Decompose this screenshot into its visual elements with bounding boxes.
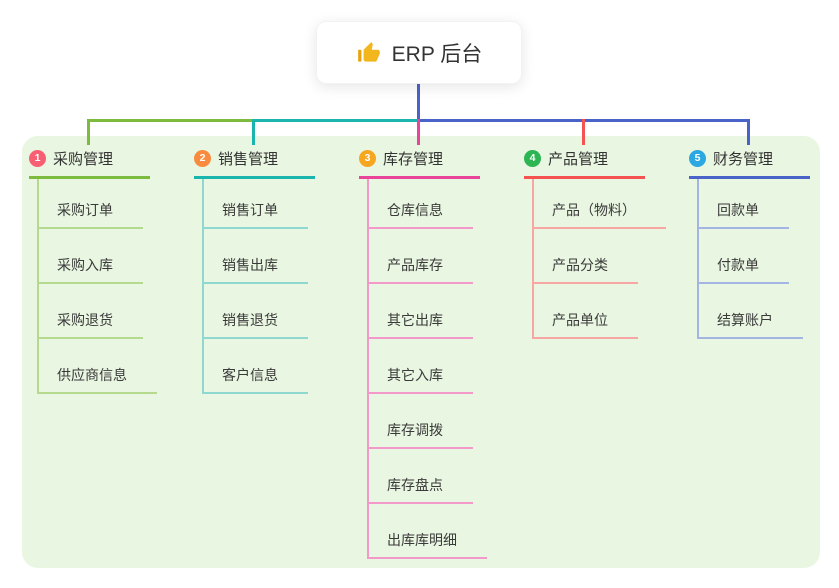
- branch-drop-line: [582, 119, 585, 145]
- branch-header-3[interactable]: 3 库存管理: [359, 146, 480, 179]
- branch-children: 采购订单采购入库采购退货供应商信息: [37, 179, 157, 394]
- branch-number-badge: 1: [29, 149, 46, 167]
- child-node-label: 付款单: [717, 257, 759, 273]
- child-node-label: 其它入库: [387, 367, 443, 383]
- branch-number-badge: 3: [359, 149, 376, 167]
- child-node[interactable]: 产品单位: [534, 284, 638, 339]
- child-node-label: 销售退货: [222, 312, 278, 328]
- child-node[interactable]: 结算账户: [699, 284, 803, 339]
- child-node-label: 销售出库: [222, 257, 278, 273]
- child-node[interactable]: 产品库存: [369, 229, 473, 284]
- rail-segment-green: [87, 119, 255, 122]
- child-node[interactable]: 仓库信息: [369, 179, 473, 229]
- branch-drop-line: [747, 119, 750, 145]
- branches-panel: [22, 136, 820, 568]
- branch-header-4[interactable]: 4 产品管理: [524, 146, 645, 179]
- branch-column: 2 销售管理销售订单销售出库销售退货客户信息: [194, 146, 315, 394]
- branch-column: 5 财务管理回款单付款单结算账户: [689, 146, 810, 339]
- child-node[interactable]: 库存调拨: [369, 394, 473, 449]
- child-node[interactable]: 客户信息: [204, 339, 308, 394]
- branch-children: 产品（物料） 产品分类产品单位: [532, 179, 666, 339]
- child-node-label: 仓库信息: [387, 202, 443, 218]
- branch-number-badge: 2: [194, 149, 211, 167]
- branch-label: 库存管理: [383, 150, 444, 168]
- child-node-label: 其它出库: [387, 312, 443, 328]
- rail-segment-teal: [252, 119, 420, 122]
- branch-drop-line: [87, 119, 90, 145]
- branch-header-2[interactable]: 2 销售管理: [194, 146, 315, 179]
- child-node[interactable]: 销售退货: [204, 284, 308, 339]
- child-node-label: 供应商信息: [57, 367, 127, 383]
- child-node[interactable]: 出库库明细: [369, 504, 487, 559]
- child-node-label: 产品（物料）: [552, 202, 636, 218]
- branch-column: 4 产品管理产品（物料） 产品分类产品单位: [524, 146, 666, 339]
- branch-drop-line: [417, 119, 420, 145]
- branch-header-1[interactable]: 1 采购管理: [29, 146, 150, 179]
- branch-header-5[interactable]: 5 财务管理: [689, 146, 810, 179]
- branch-label: 销售管理: [218, 150, 279, 168]
- thumbs-up-icon: [356, 40, 382, 66]
- child-node-label: 采购入库: [57, 257, 113, 273]
- branch-children: 回款单付款单结算账户: [697, 179, 803, 339]
- child-node-label: 客户信息: [222, 367, 278, 383]
- branch-children: 仓库信息产品库存其它出库其它入库库存调拨库存盘点出库库明细: [367, 179, 487, 559]
- branch-children: 销售订单销售出库销售退货客户信息: [202, 179, 308, 394]
- child-node-label: 销售订单: [222, 202, 278, 218]
- child-node-label: 出库库明细: [387, 532, 457, 548]
- child-node-label: 采购退货: [57, 312, 113, 328]
- child-node[interactable]: 回款单: [699, 179, 789, 229]
- branch-number-badge: 4: [524, 149, 541, 167]
- child-node-label: 回款单: [717, 202, 759, 218]
- child-node[interactable]: 库存盘点: [369, 449, 473, 504]
- root-stem-line: [417, 84, 420, 122]
- child-node[interactable]: 供应商信息: [39, 339, 157, 394]
- branch-label: 产品管理: [548, 150, 609, 168]
- child-node-label: 库存调拨: [387, 422, 443, 438]
- child-node-label: 库存盘点: [387, 477, 443, 493]
- root-node-erp[interactable]: ERP 后台: [316, 21, 522, 84]
- child-node[interactable]: 销售出库: [204, 229, 308, 284]
- branch-number-badge: 5: [689, 149, 706, 167]
- child-node-label: 产品库存: [387, 257, 443, 273]
- child-node[interactable]: 其它入库: [369, 339, 473, 394]
- child-node[interactable]: 付款单: [699, 229, 789, 284]
- child-node-label: 采购订单: [57, 202, 113, 218]
- child-node[interactable]: 产品分类: [534, 229, 638, 284]
- branch-label: 采购管理: [53, 150, 114, 168]
- branch-column: 3 库存管理仓库信息产品库存其它出库其它入库库存调拨库存盘点出库库明细: [359, 146, 487, 559]
- root-title: ERP 后台: [391, 42, 483, 66]
- child-node[interactable]: 采购退货: [39, 284, 143, 339]
- child-node[interactable]: 其它出库: [369, 284, 473, 339]
- child-node[interactable]: 采购入库: [39, 229, 143, 284]
- child-node-label: 产品分类: [552, 257, 608, 273]
- child-node-label: 产品单位: [552, 312, 608, 328]
- child-node[interactable]: 产品（物料）: [534, 179, 666, 229]
- child-node[interactable]: 采购订单: [39, 179, 143, 229]
- branch-column: 1 采购管理采购订单采购入库采购退货供应商信息: [29, 146, 157, 394]
- child-node-label: 结算账户: [717, 312, 773, 328]
- branch-label: 财务管理: [713, 150, 774, 168]
- branch-drop-line: [252, 119, 255, 145]
- child-node[interactable]: 销售订单: [204, 179, 308, 229]
